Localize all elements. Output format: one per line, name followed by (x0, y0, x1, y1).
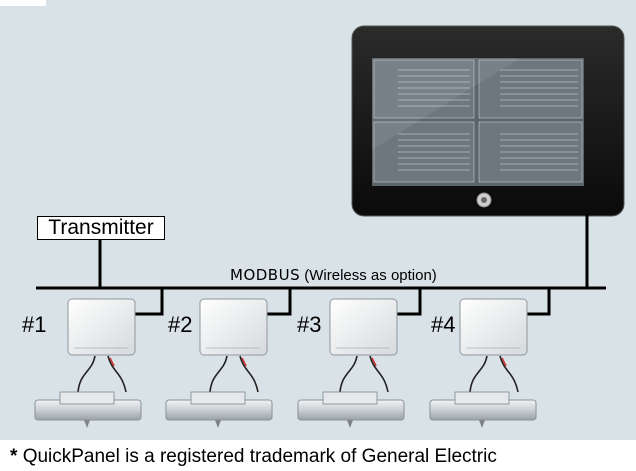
flow-meter-unit-4 (429, 298, 537, 428)
bus-label: MODBUS (Wireless as option) (230, 266, 437, 285)
bus-note: (Wireless as option) (304, 267, 437, 284)
flow-meter-unit-3 (297, 298, 405, 428)
top-left-notch (0, 0, 46, 6)
bus-name: MODBUS (230, 266, 301, 284)
network-wiring (36, 214, 606, 316)
transmitter-box: Transmitter (37, 216, 165, 240)
footnote-text: QuickPanel is a registered trademark of … (22, 446, 497, 467)
flow-meter-unit-1 (34, 298, 142, 428)
footnote-mark: * (10, 446, 18, 467)
unit-number-4: #4 (431, 312, 456, 337)
unit-number-2: #2 (168, 312, 193, 337)
flow-meter-unit-2 (165, 298, 273, 428)
footnote: * QuickPanel is a registered trademark o… (10, 445, 497, 469)
unit-number-3: #3 (297, 312, 322, 337)
quickpanel-display (351, 25, 625, 217)
unit-number-1: #1 (22, 312, 47, 337)
